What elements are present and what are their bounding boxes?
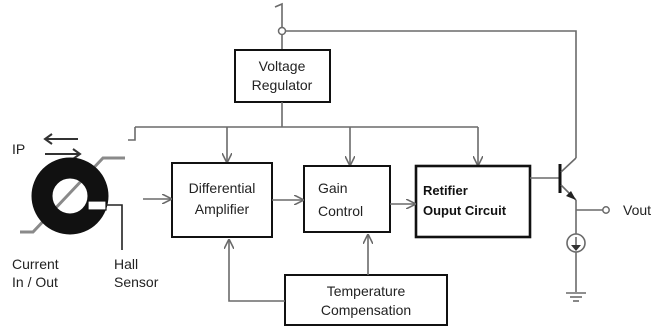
rectifier-output-block: Retifier Ouput Circuit — [414, 164, 532, 239]
toroid-hall-sensor — [20, 156, 125, 250]
hall-label-line1: Hall — [114, 256, 138, 272]
voltage-regulator-line2: Regulator — [252, 77, 313, 93]
differential-amplifier-block: Differential Amplifier — [171, 162, 273, 238]
ip-direction-arrows: IP — [12, 133, 82, 160]
differential-amplifier-line1: Differential — [189, 180, 256, 196]
output-transistor — [558, 138, 577, 234]
gain-control-line1: Gain — [318, 180, 348, 196]
vout-node: Vout — [576, 202, 651, 218]
current-label-line1: Current — [12, 256, 59, 272]
hall-label-line2: Sensor — [114, 274, 159, 290]
current-sink-and-ground — [566, 233, 586, 302]
vout-label: Vout — [623, 202, 651, 218]
sensor-labels: Current In / Out Hall Sensor — [12, 256, 159, 290]
rectifier-output-line1: Retifier — [423, 183, 468, 198]
temperature-compensation-block: Temperature Compensation — [229, 234, 448, 326]
gain-control-block: Gain Control — [303, 165, 391, 233]
voltage-regulator-block: Voltage Regulator — [234, 49, 331, 103]
regulated-bus — [128, 102, 478, 166]
signal-flow — [143, 177, 560, 204]
current-label-line2: In / Out — [12, 274, 58, 290]
gain-control-line2: Control — [318, 203, 363, 219]
rectifier-output-line2: Ouput Circuit — [423, 203, 507, 218]
differential-amplifier-line2: Amplifier — [195, 201, 250, 217]
supply-rail — [274, 2, 577, 138]
temperature-compensation-line2: Compensation — [321, 302, 411, 318]
ip-label: IP — [12, 141, 25, 157]
temperature-compensation-line1: Temperature — [327, 283, 406, 299]
voltage-regulator-line1: Voltage — [259, 58, 306, 74]
